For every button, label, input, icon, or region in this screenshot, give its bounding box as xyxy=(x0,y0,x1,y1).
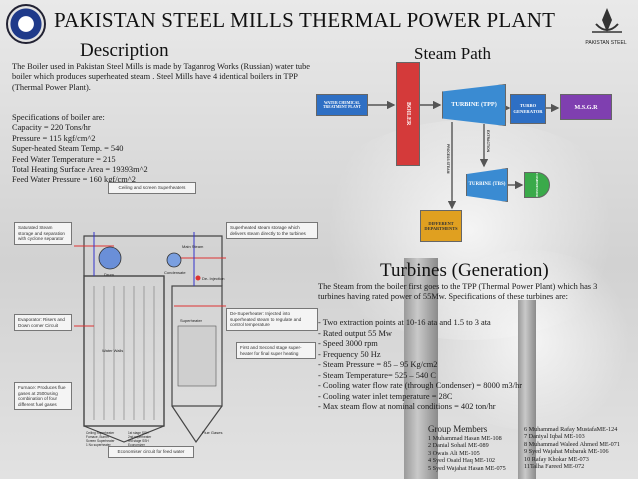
list-item: 3 Owais Ali ME-105 xyxy=(428,449,480,457)
label-main-steam: Main Steam xyxy=(182,244,204,249)
legend-item: 2nd superheater xyxy=(128,435,152,439)
list-item: 2 Danial Sohail ME-089 xyxy=(428,442,489,450)
boiler-diagram: Ceiling and screen Superheaters Saturate… xyxy=(14,182,320,476)
departments-box: DIFFERENT DEPARTMENTS xyxy=(420,210,462,242)
extraction-label: EXTRACTION xyxy=(486,130,490,153)
pakistan-steel-logo-icon xyxy=(6,4,46,44)
emblem-caption: PAKISTAN STEEL xyxy=(585,40,627,46)
process-steam-label: PROCESS STEAM xyxy=(446,144,450,174)
label-furnace: Furnace: Produces flue gases at 2500usin… xyxy=(14,382,72,411)
list-item: - Speed 3000 rpm xyxy=(318,339,378,348)
turbine-spec-list: - Two extraction points at 10-16 ata and… xyxy=(318,318,628,413)
msgr-box: M.S.G.R xyxy=(560,94,612,120)
list-item: 8 Muhammad Waleed Ahmed ME-071 xyxy=(524,440,620,448)
label-economiser: Economiser circuit for feed water xyxy=(108,446,194,458)
members-left-column: 1 Muhammad Hasan ME-108 2 Danial Sohail … xyxy=(428,435,506,472)
list-item: - Rated output 55 Mw xyxy=(318,328,392,338)
list-item: - Frequency 50 Hz xyxy=(318,349,381,359)
label-flue-gases: Flue Gases xyxy=(202,430,222,435)
steam-path-heading: Steam Path xyxy=(414,44,491,63)
legend-item: 1 No superheater xyxy=(86,443,112,447)
spec-steam-temp: Super-heated Steam Temp. = 540 xyxy=(12,144,124,154)
spec-capacity: Capacity = 220 Tons/hr xyxy=(12,123,91,133)
pakistan-steel-emblem-icon xyxy=(582,6,632,46)
list-item: - Cooling water inlet temperature = 28C xyxy=(318,391,453,401)
boiler-box: BOILER xyxy=(396,62,420,166)
turbine-tbs-box: TURBINE (TBS) xyxy=(466,168,508,202)
boiler-schematic: Drum Condensate Main Steam De- Injection… xyxy=(74,232,226,447)
spec-feed-water-temp: Feed Water Temperature = 215 xyxy=(12,154,116,164)
description-paragraph: The Boiler used in Pakistan Steel Mills … xyxy=(12,62,312,93)
list-item: - Steam Temperature= 525 – 540 C xyxy=(318,370,436,380)
label-de-injection: De- Injection xyxy=(202,276,224,281)
turbo-generator-box: TURBO GENERATOR xyxy=(510,94,546,124)
label-drum: Drum xyxy=(104,272,114,277)
label-water-walls: Water Walls xyxy=(102,348,123,353)
turbines-heading: Turbines (Generation) xyxy=(380,260,549,281)
legend-item: Economizer xyxy=(128,443,146,447)
list-item: - Cooling water flow rate (through Conde… xyxy=(318,381,523,390)
label-saturated-steam: Saturated Steam storage and separation w… xyxy=(14,222,72,245)
spec-heating-area: Total Heating Surface Area = 19393m^2 xyxy=(12,165,148,175)
members-right-column: 6 Muhammad Rafay MustafaME-124 7 Daniyal… xyxy=(524,426,620,470)
description-heading: Description xyxy=(80,40,169,61)
label-superheated-steam: Superheated steam storage which delivers… xyxy=(226,222,318,240)
legend-item: 1st stage SSH xyxy=(128,431,149,435)
compressor-box: COMPRESSOR xyxy=(524,172,550,198)
list-item: 5 Syed Wajahat Hasan ME-075 xyxy=(428,464,506,472)
label-desuperheater: De-Superheater: Injected into superheate… xyxy=(226,308,318,331)
turbine-tpp-box: TURBINE (TPP) xyxy=(442,84,506,126)
turbines-intro: The Steam from the boiler first goes to … xyxy=(318,282,598,302)
list-item: 11Talha Fareed ME-072 xyxy=(524,463,585,471)
spec-feed-water-pressure: Feed Water Pressure = 160 kgf/cm^2 xyxy=(12,175,136,185)
label-superheater: Superheater xyxy=(180,318,203,323)
list-item: - Max steam flow at nominal conditions =… xyxy=(318,402,496,411)
list-item: 1 Muhammad Hasan ME-108 xyxy=(428,435,502,442)
legend-item: Ceiling Superheater xyxy=(86,431,115,435)
legend-item: 3rd stage SSH xyxy=(128,439,149,443)
list-item: - Steam Pressure = 85 – 95 Kg/cm2 xyxy=(318,360,438,369)
compressor-label: COMPRESSOR xyxy=(535,173,539,197)
list-item: 6 Muhammad Rafay MustafaME-124 xyxy=(524,426,618,433)
list-item: 7 Daniyal Iqbal ME-103 xyxy=(524,433,585,441)
boiler-specs: Specifications of boiler are: Capacity =… xyxy=(12,113,312,186)
label-evaporator: Evaporator: Risers and Down comer Circui… xyxy=(14,314,72,332)
page-title: PAKISTAN STEEL MILLS THERMAL POWER PLANT xyxy=(54,8,556,32)
group-members-heading: Group Members xyxy=(428,424,488,434)
legend-item: Furnace, Burner xyxy=(86,435,110,439)
specs-title: Specifications of boiler are: xyxy=(12,113,105,122)
water-treatment-plant-box: WATER CHEMICAL TREATMENT PLANT xyxy=(316,94,368,116)
boiler-label: BOILER xyxy=(405,102,411,126)
label-first-second-stage: First and Second stage super-heater for … xyxy=(236,342,316,360)
label-ceiling-superheaters: Ceiling and screen Superheaters xyxy=(108,182,196,194)
legend-item: Screen Superheater xyxy=(86,439,115,443)
list-item: - Two extraction points at 10-16 ata and… xyxy=(318,318,491,327)
list-item: 9 Syed Wajahat Mubarak ME-106 xyxy=(524,448,609,456)
spec-pressure: Pressure = 115 kgf/cm^2 xyxy=(12,133,96,143)
list-item: 10 Rafay Khokar ME-073 xyxy=(524,455,589,463)
list-item: 4 Syed Osaid Haq ME-102 xyxy=(428,457,496,465)
label-condensate: Condensate xyxy=(164,270,186,275)
description-text: The Boiler used in Pakistan Steel Mills … xyxy=(12,62,311,92)
